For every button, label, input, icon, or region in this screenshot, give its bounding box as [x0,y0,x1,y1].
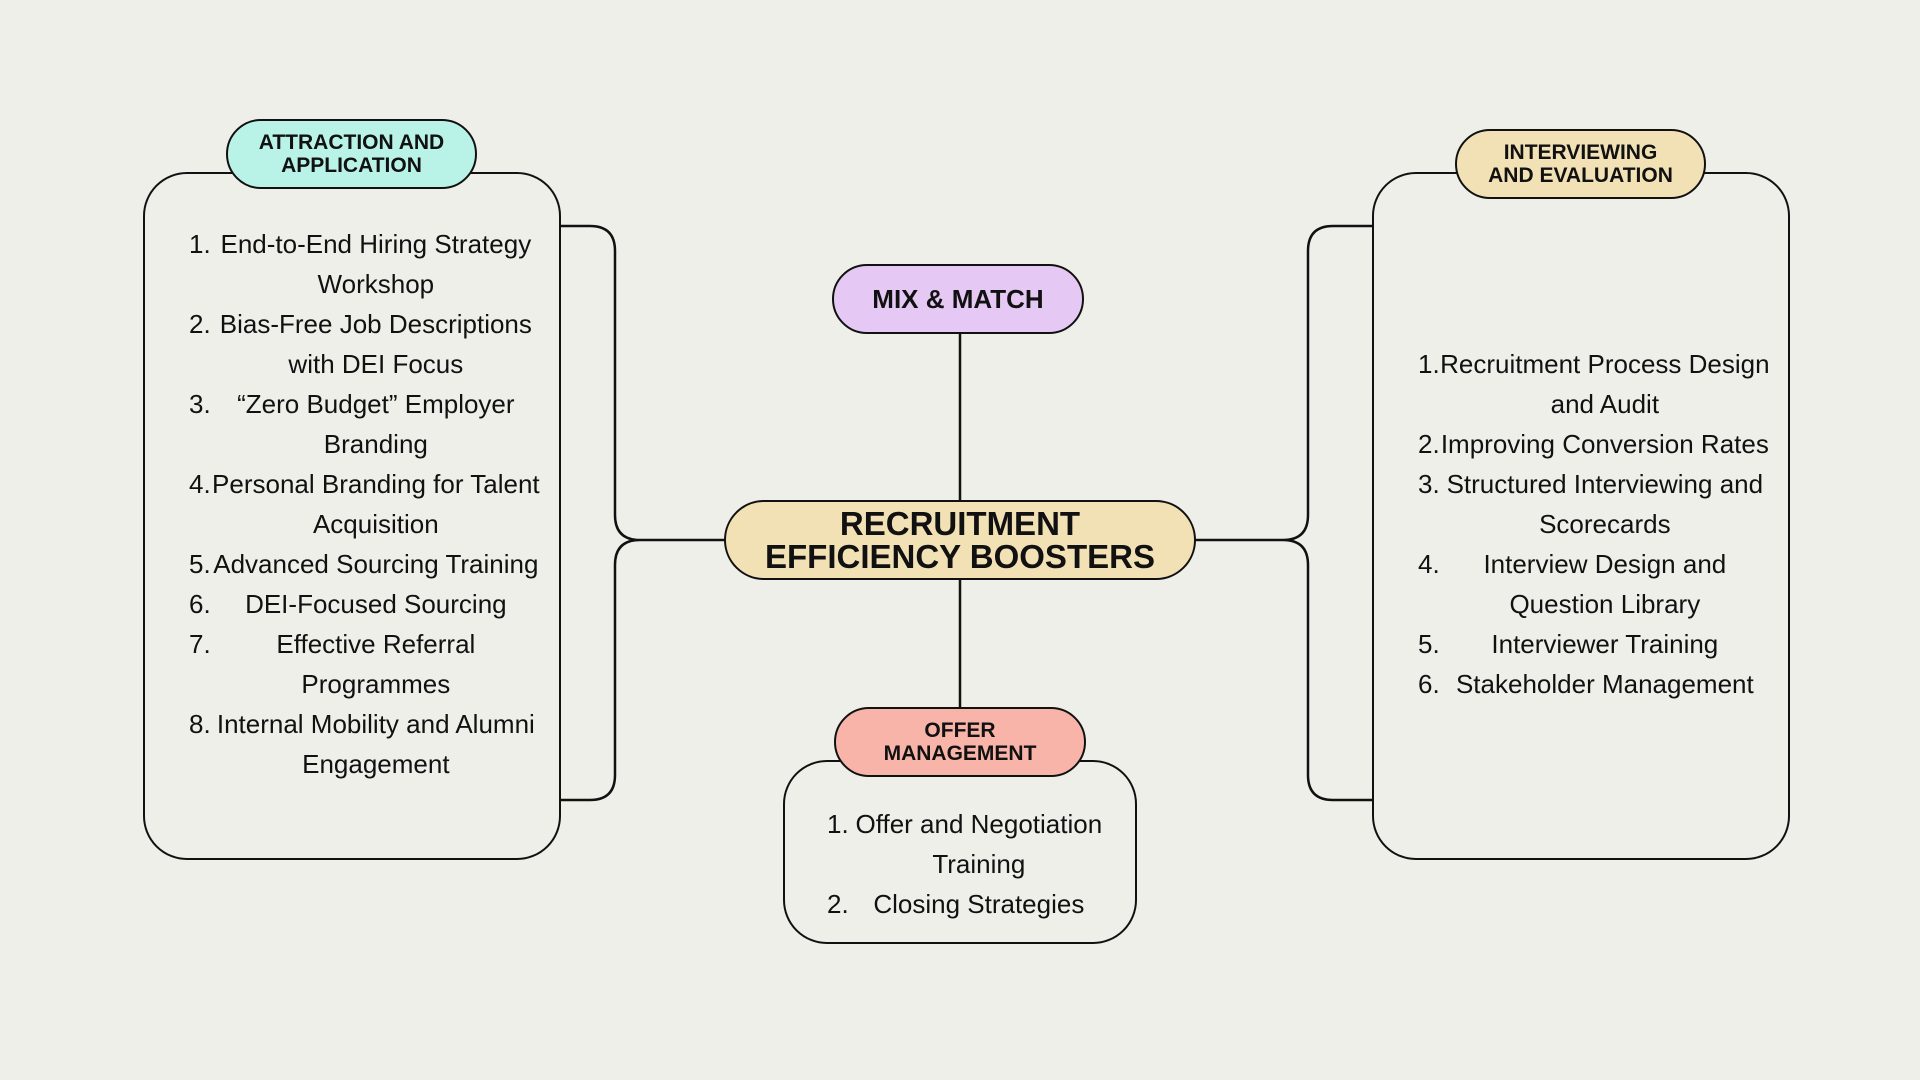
interviewing-item-text: Interviewer Training [1491,629,1719,659]
attraction-item: 2. Bias-Free Job Descriptions with DEI Fo… [189,304,541,384]
attraction-item: 1. End-to-End Hiring Strategy Workshop [189,224,541,304]
central-topic-pill: RECRUITMENT EFFICIENCY BOOSTERS [724,500,1196,580]
attraction-item-number: 3. [189,389,211,419]
interviewing-item-text: Interview Design and Question Library [1483,549,1727,619]
attraction-item-number: 1. [189,229,211,259]
interviewing-item: 3.Structured Interviewing and Scorecards [1418,464,1770,544]
attraction-item-number: 8. [189,709,211,739]
offer-title-line1: OFFER [924,718,996,742]
attraction-item-text: “Zero Budget” Employer Branding [237,389,515,459]
interviewing-item: 2.Improving Conversion Rates [1418,424,1770,464]
attraction-item-text: Advanced Sourcing Training [213,549,539,579]
attraction-item-number: 5. [189,549,211,579]
interviewing-title-line2: AND EVALUATION [1488,164,1673,187]
attraction-item-text: DEI-Focused Sourcing [245,589,507,619]
attraction-item: 5.Advanced Sourcing Training [189,544,541,584]
attraction-title-line2: APPLICATION [281,154,422,177]
mix-match-label: MIX & MATCH [872,283,1044,314]
attraction-item-number: 2. [189,309,211,339]
attraction-item-number: 4. [189,469,211,499]
interviewing-title-line1: INTERVIEWING [1503,140,1658,164]
interviewing-item-number: 1. [1418,349,1440,379]
interviewing-item-text: Recruitment Process Design and Audit [1440,349,1770,419]
interviewing-item-text: Stakeholder Management [1455,669,1754,699]
attraction-item-text: Internal Mobility and Alumni Engagement [216,709,535,779]
offer-item-text: Offer and Negotiation Training [855,809,1103,879]
attraction-item: 8.Internal Mobility and Alumni Engagemen… [189,704,541,784]
attraction-item-text: Effective Referral Programmes [276,629,476,699]
interviewing-item-number: 3. [1418,469,1440,499]
attraction-item: 6. DEI-Focused Sourcing [189,584,541,624]
central-topic-line2: EFFICIENCY BOOSTERS [765,538,1155,575]
attraction-panel: 1. End-to-End Hiring Strategy Workshop 2. B… [143,172,561,860]
interviewing-item-number: 6. [1418,669,1440,699]
offer-title-pill: OFFER MANAGEMENT [834,707,1086,777]
interviewing-item-number: 5. [1418,629,1440,659]
connector-right [1195,224,1373,802]
interviewing-item: 1.Recruitment Process Design and Audit [1418,344,1770,424]
offer-item-text: Closing Strategies [873,889,1085,919]
interviewing-item: 6. Stakeholder Management [1418,664,1770,704]
interviewing-item-number: 2. [1418,429,1440,459]
offer-item: 2. Closing Strategies [827,884,1109,924]
attraction-item-text: Bias-Free Job Descriptions with DEI Focu… [219,309,532,379]
offer-item-number: 1. [827,809,849,839]
attraction-item-number: 7. [189,629,211,659]
interviewing-item: 4. Interview Design and Question Library [1418,544,1770,624]
interviewing-item-text: Structured Interviewing and Scorecards [1446,469,1764,539]
attraction-item: 4.Personal Branding for Talent Acquisiti… [189,464,541,544]
attraction-title-line1: ATTRACTION AND [258,130,445,154]
attraction-item-text: Personal Branding for Talent Acquisition [212,469,540,539]
interviewing-item-number: 4. [1418,549,1440,579]
central-topic-line1: RECRUITMENT [839,505,1081,542]
interviewing-item: 5. Interviewer Training [1418,624,1770,664]
offer-title-line2: MANAGEMENT [883,742,1037,765]
attraction-list: 1. End-to-End Hiring Strategy Workshop 2. B… [189,224,541,784]
attraction-item-number: 6. [189,589,211,619]
offer-item-number: 2. [827,889,849,919]
offer-item: 1.Offer and Negotiation Training [827,804,1109,884]
interviewing-item-text: Improving Conversion Rates [1440,429,1769,459]
connector-left [560,224,726,802]
attraction-item: 3. “Zero Budget” Employer Branding [189,384,541,464]
interviewing-title-pill: INTERVIEWING AND EVALUATION [1455,129,1706,199]
attraction-title-pill: ATTRACTION AND APPLICATION [226,119,477,189]
mix-match-pill: MIX & MATCH [832,264,1084,334]
attraction-item: 7. Effective Referral Programmes [189,624,541,704]
attraction-item-text: End-to-End Hiring Strategy Workshop [220,229,532,299]
